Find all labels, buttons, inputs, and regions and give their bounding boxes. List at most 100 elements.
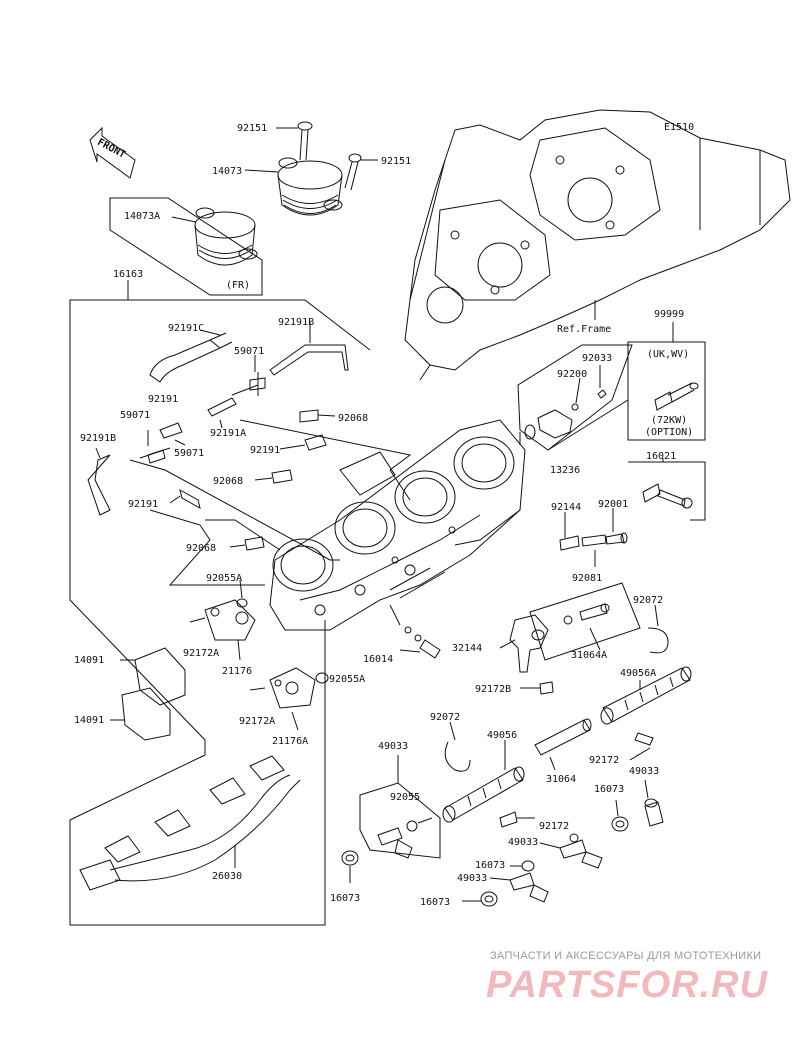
label-49033-b: 49033 <box>629 766 659 777</box>
frame-outline <box>404 109 791 381</box>
fuel-rail-49056 <box>442 740 525 823</box>
pipe-31064A-box <box>529 582 641 661</box>
label-16073-a: 16073 <box>594 784 624 795</box>
label-92191B-left: 92191B <box>80 433 116 444</box>
front-label: FRONT <box>95 137 127 161</box>
intake-cap-14073 <box>244 157 343 216</box>
label-32144: 32144 <box>452 643 482 654</box>
label-92172A-a: 92172A <box>183 648 219 659</box>
label-31064A: 31064A <box>571 650 607 661</box>
hose-92191A <box>207 384 259 429</box>
fitting-59071-a <box>249 355 266 396</box>
washer-16073-d <box>462 891 498 907</box>
hose-92191C <box>149 329 233 383</box>
hose-92191-a <box>159 422 186 446</box>
intake-cap-14073A-box <box>109 197 263 296</box>
wire-harness-26030 <box>79 755 301 891</box>
label-14073: 14073 <box>212 166 242 177</box>
fr-note: (FR) <box>226 280 250 291</box>
sensor-92144-92001 <box>559 508 628 567</box>
part-labels: E1510 FRONT (FR) Ref.Frame (UK,WV) (72KW… <box>74 122 694 908</box>
bolt-92151-right <box>344 153 378 191</box>
label-92200: 92200 <box>557 369 587 380</box>
hose-92191B-top <box>269 322 349 376</box>
assembly-16163-box <box>69 280 371 926</box>
label-14073A: 14073A <box>124 211 160 222</box>
watermark-logo: PARTSFOR.RU <box>486 964 768 1006</box>
label-16021: 16021 <box>646 451 676 462</box>
label-16073-b: 16073 <box>475 860 505 871</box>
option-note-2: (OPTION) <box>645 427 693 438</box>
injector-49033-c <box>644 779 664 827</box>
injector-49033-d <box>489 872 549 903</box>
connector-92068-c <box>229 536 265 551</box>
connector-92068-b <box>254 469 293 484</box>
hose-92191-c <box>279 434 327 451</box>
label-92191B-top: 92191B <box>278 317 314 328</box>
clamp-92072-b <box>444 721 471 772</box>
washer-16073-c <box>510 860 535 872</box>
bracket-13236-box <box>517 344 633 451</box>
fuel-pipe-31064 <box>534 718 592 771</box>
label-21176A: 21176A <box>272 736 308 747</box>
sensor-21176 <box>189 579 256 661</box>
label-16073-c: 16073 <box>330 893 360 904</box>
connector-14091-a <box>120 647 186 706</box>
label-16163: 16163 <box>113 269 143 280</box>
label-49033-a: 49033 <box>378 741 408 752</box>
bolt-92172-mid <box>499 811 535 828</box>
label-92055A-b: 92055A <box>329 674 365 685</box>
label-92151-b: 92151 <box>381 156 411 167</box>
label-92191-c: 92191 <box>128 499 158 510</box>
label-92172A-b: 92172A <box>239 716 275 727</box>
label-49056: 49056 <box>487 730 517 741</box>
throttle-body-assembly <box>269 419 526 631</box>
label-31064: 31064 <box>546 774 576 785</box>
injector-group-box <box>359 755 441 859</box>
label-13236: 13236 <box>550 465 580 476</box>
label-92068-a: 92068 <box>338 413 368 424</box>
label-16014: 16014 <box>363 654 393 665</box>
label-92001: 92001 <box>598 499 628 510</box>
label-92055A-a: 92055A <box>206 573 242 584</box>
fitting-59071-b <box>139 430 171 464</box>
bolt-92172-right <box>629 732 654 761</box>
hose-92191B-left <box>87 447 111 516</box>
connector-14091-b <box>110 687 171 741</box>
region-note: (UK,WV) <box>647 349 689 360</box>
label-14091-b: 14091 <box>74 715 104 726</box>
injector-49033-a <box>377 817 433 859</box>
sensor-21176A <box>249 667 316 731</box>
bolt-92151-top <box>276 121 313 161</box>
label-92055: 92055 <box>390 792 420 803</box>
label-92172-a: 92172 <box>589 755 619 766</box>
fuel-rail-49056A <box>600 666 692 725</box>
screw-16021 <box>628 458 706 521</box>
option-box-99999 <box>547 322 706 451</box>
diagram-code: E1510 <box>664 122 694 133</box>
label-92072-b: 92072 <box>430 712 460 723</box>
label-92191C: 92191C <box>168 323 204 334</box>
watermark-tagline: ЗАПЧАСТИ И АКСЕССУАРЫ ДЛЯ МОТОТЕХНИКИ <box>490 950 762 962</box>
label-92072-a: 92072 <box>633 595 663 606</box>
label-59071-c: 59071 <box>174 448 204 459</box>
label-26030: 26030 <box>212 871 242 882</box>
washer-16073-b <box>611 799 629 832</box>
label-92191-a: 92191 <box>148 394 178 405</box>
label-49056A: 49056A <box>620 668 656 679</box>
ref-frame-label: Ref.Frame <box>557 324 611 335</box>
label-92081: 92081 <box>572 573 602 584</box>
label-92172B: 92172B <box>475 684 511 695</box>
label-92068-b: 92068 <box>213 476 243 487</box>
hose-92191-b <box>169 489 201 509</box>
front-arrow <box>89 126 136 179</box>
label-16073-d: 16073 <box>420 897 450 908</box>
label-92151-a: 92151 <box>237 123 267 134</box>
clamp-92072-a <box>647 604 669 654</box>
label-92191-b: 92191 <box>250 445 280 456</box>
label-21176: 21176 <box>222 666 252 677</box>
washer-16073-a <box>341 850 359 883</box>
label-14091-a: 14091 <box>74 655 104 666</box>
label-92068-c: 92068 <box>186 543 216 554</box>
